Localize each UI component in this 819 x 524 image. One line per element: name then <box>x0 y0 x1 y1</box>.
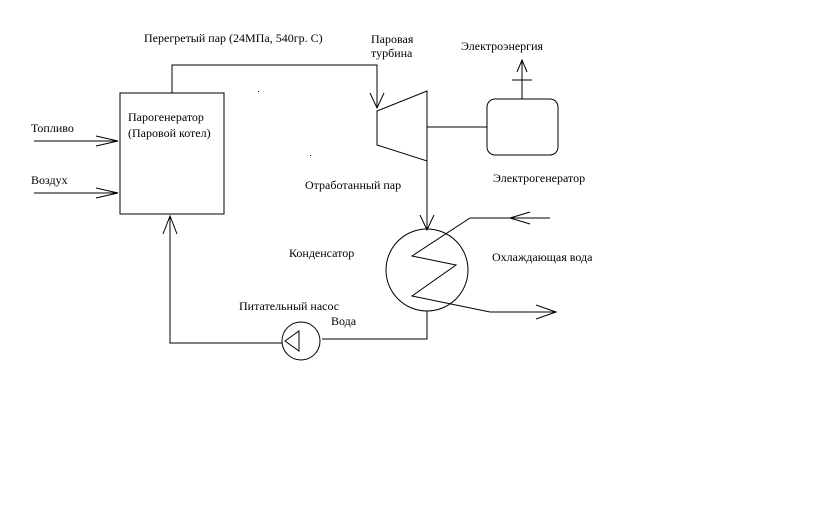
electric-generator-label: Электрогенератор <box>493 171 586 185</box>
electricity-output-arrow <box>512 58 532 99</box>
electricity-label: Электроэнергия <box>461 39 544 53</box>
feed-pump-symbol <box>284 330 300 352</box>
fuel-label: Топливо <box>31 121 74 135</box>
water-label: Вода <box>331 314 357 328</box>
steam-turbine <box>376 90 428 162</box>
cooling-water-coil <box>410 217 556 313</box>
cooling-water-inlet-arrow <box>508 211 531 225</box>
cooling-water-label: Охлаждающая вода <box>492 250 593 264</box>
steam-generator-label-line2: (Паровой котел) <box>128 126 211 140</box>
fuel-input-arrow <box>34 135 119 147</box>
feed-pump-label: Питательный насос <box>239 299 340 313</box>
steam-turbine-label-line1: Паровая <box>371 32 414 46</box>
superheated-steam-label: Перегретый пар (24МПа, 540гр. С) <box>144 31 323 45</box>
steam-generator-label-line1: Парогенератор <box>128 110 204 124</box>
feed-water-line <box>162 214 282 344</box>
stray-dot <box>258 91 259 92</box>
cooling-water-outlet-arrow <box>535 304 558 320</box>
electric-generator-box <box>486 98 559 156</box>
feed-pump <box>281 321 321 361</box>
condenser-label: Конденсатор <box>289 246 355 260</box>
water-line <box>322 311 428 340</box>
exhaust-steam-line <box>419 161 435 232</box>
air-label: Воздух <box>31 173 68 187</box>
steam-turbine-label-line2: турбина <box>371 46 413 60</box>
superheated-steam-line <box>171 64 385 110</box>
air-input-arrow <box>34 187 119 199</box>
exhaust-steam-label: Отработанный пар <box>305 178 402 192</box>
stray-dot <box>310 155 311 156</box>
